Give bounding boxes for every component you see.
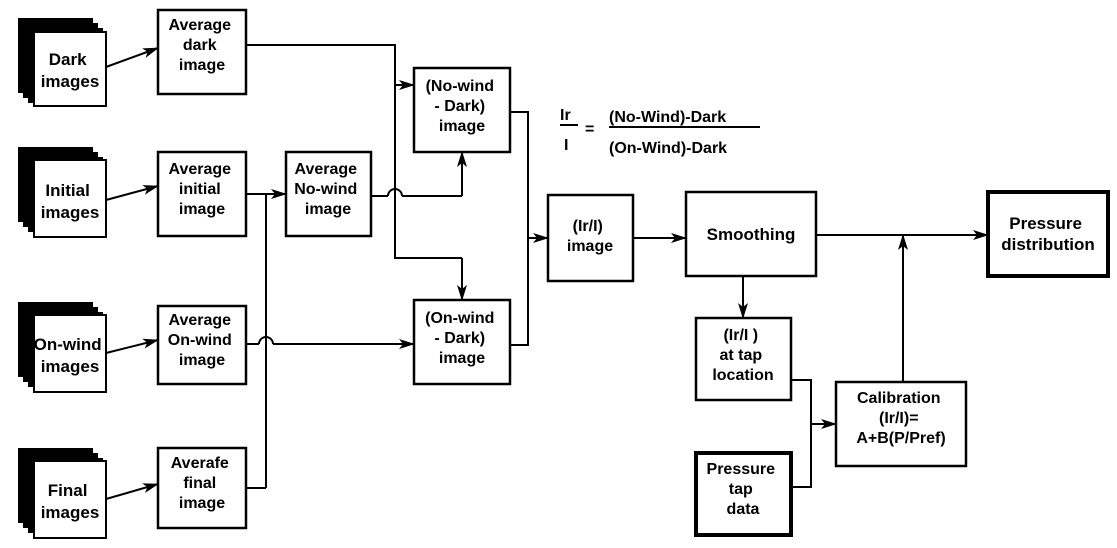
avg-final-box: Averafe final image — [156, 446, 248, 530]
line-nowind-dark-out — [510, 111, 529, 346]
onwind-images-label: On-wind images — [34, 335, 107, 376]
ratio-tap-label: (Ir/I ) at tap location — [712, 327, 773, 384]
equation-lhs-numerator: Ir — [560, 107, 571, 124]
connectors — [105, 44, 989, 500]
arrow-final-to-avg — [105, 483, 159, 500]
arrow-onwind-to-avg — [105, 338, 159, 354]
pressure-distribution-label: Pressure distribution — [1001, 214, 1094, 254]
onwind-images-stack: On-wind images — [18, 302, 107, 393]
pressure-tap-label: Pressure tap data — [707, 461, 780, 518]
ratio-image-box: (Ir/I) image — [546, 193, 635, 283]
avg-dark-box: Average dark image — [156, 8, 248, 96]
pressure-tap-box: Pressure tap data — [694, 451, 793, 537]
smoothing-box: Smoothing — [684, 190, 818, 278]
equation-lhs-denominator: I — [564, 137, 568, 154]
ratio-tap-box: (Ir/I ) at tap location — [694, 316, 793, 402]
line-avg-dark-bus — [246, 44, 462, 259]
line-tap-to-cal — [791, 379, 812, 488]
avg-nowind-label: Average No-wind image — [294, 161, 362, 218]
avg-dark-label: Average dark image — [168, 17, 235, 74]
hop-onwind — [258, 336, 274, 345]
equation-rhs-denominator: (On-Wind)-Dark — [609, 140, 727, 157]
calibration-label: Calibration (Ir/I)= A+B(P/Pref) — [856, 390, 945, 447]
dark-images-label: Dark images — [41, 50, 100, 91]
ratio-equation: Ir I = (No-Wind)-Dark (On-Wind)-Dark — [560, 107, 760, 157]
onwind-dark-box: (On-wind - Dark) image — [412, 298, 512, 386]
arrow-initial-to-avg — [105, 185, 159, 201]
avg-onwind-label: Average On-wind image — [168, 312, 236, 369]
hop-nowind — [387, 188, 403, 197]
onwind-dark-label: (On-wind - Dark) image — [425, 310, 499, 367]
initial-images-stack: Initial images — [18, 147, 107, 238]
avg-final-label: Averafe final image — [171, 455, 234, 512]
equation-rhs-numerator: (No-Wind)-Dark — [609, 109, 726, 126]
final-images-label: Final images — [41, 481, 100, 522]
final-images-stack: Final images — [18, 448, 107, 539]
ratio-image-label: (Ir/I) image — [567, 218, 613, 255]
equation-equals: = — [585, 121, 594, 138]
nowind-dark-box: (No-wind - Dark) image — [412, 66, 512, 154]
avg-onwind-box: Average On-wind image — [156, 304, 248, 386]
calibration-box: Calibration (Ir/I)= A+B(P/Pref) — [834, 380, 968, 468]
arrow-dark-to-avg — [105, 47, 159, 68]
nowind-dark-label: (No-wind - Dark) image — [426, 78, 499, 135]
avg-initial-box: Average initial image — [156, 150, 248, 238]
avg-initial-label: Average initial image — [168, 161, 235, 218]
dark-images-stack: Dark images — [18, 18, 107, 107]
avg-nowind-box: Average No-wind image — [284, 150, 373, 238]
pressure-distribution-box: Pressure distribution — [986, 190, 1110, 278]
initial-images-label: Initial images — [41, 181, 100, 222]
smoothing-label: Smoothing — [707, 225, 796, 244]
